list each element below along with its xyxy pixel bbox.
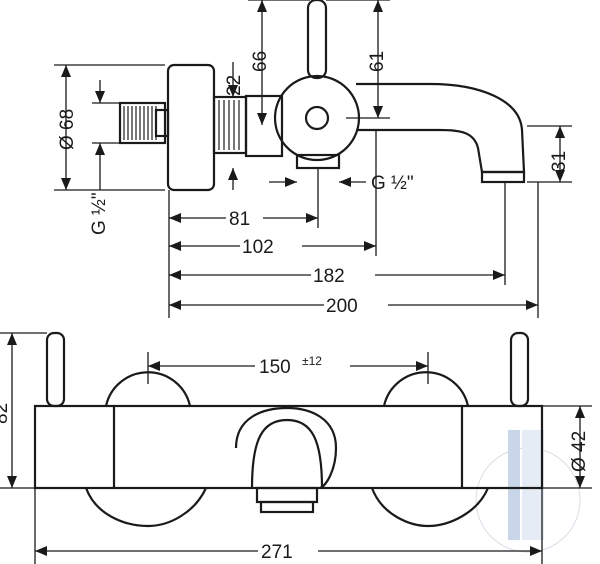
wall-rosette (166, 63, 216, 192)
inner-thread (212, 95, 248, 155)
right-rosette-bottom (370, 487, 490, 528)
label-dia-42: Ø 42 (569, 431, 590, 472)
right-lever-pin (509, 331, 530, 408)
label-102: 102 (242, 237, 274, 258)
label-thread-mid: G ½" (371, 173, 414, 194)
spout-front (234, 406, 338, 490)
spout-outlet-front (255, 486, 319, 504)
center-screw (304, 105, 330, 131)
mixer-body-bar (33, 404, 544, 490)
lever-handle (306, 0, 328, 80)
label-82: 82 (0, 403, 12, 424)
label-22: 22 (224, 75, 245, 96)
label-31: 31 (549, 151, 570, 172)
watermark (475, 430, 581, 553)
spout (356, 82, 526, 174)
side-view (118, 0, 526, 192)
label-66: 66 (250, 51, 271, 72)
label-61: 61 (367, 51, 388, 72)
label-dia-68: Ø 68 (57, 109, 78, 150)
threaded-inlet (118, 101, 170, 145)
spout-aerator (480, 170, 526, 184)
right-rosette (382, 371, 470, 407)
left-rosette-bottom (84, 487, 207, 528)
label-150-tolerance: ±12 (302, 354, 322, 368)
top-view-dimensions (54, 0, 572, 318)
label-200: 200 (326, 296, 358, 317)
left-lever-pin (45, 331, 66, 408)
label-182: 182 (313, 266, 345, 287)
front-view-dimensions (0, 332, 592, 564)
label-271: 271 (261, 542, 293, 563)
body-connector (244, 94, 284, 158)
dimension-labels: Ø 68 G ½" 22 66 61 31 G ½" 81 102 182 20… (0, 51, 590, 563)
label-150: 150 (259, 357, 291, 378)
label-81: 81 (229, 209, 250, 230)
label-thread-left: G ½" (89, 192, 110, 235)
